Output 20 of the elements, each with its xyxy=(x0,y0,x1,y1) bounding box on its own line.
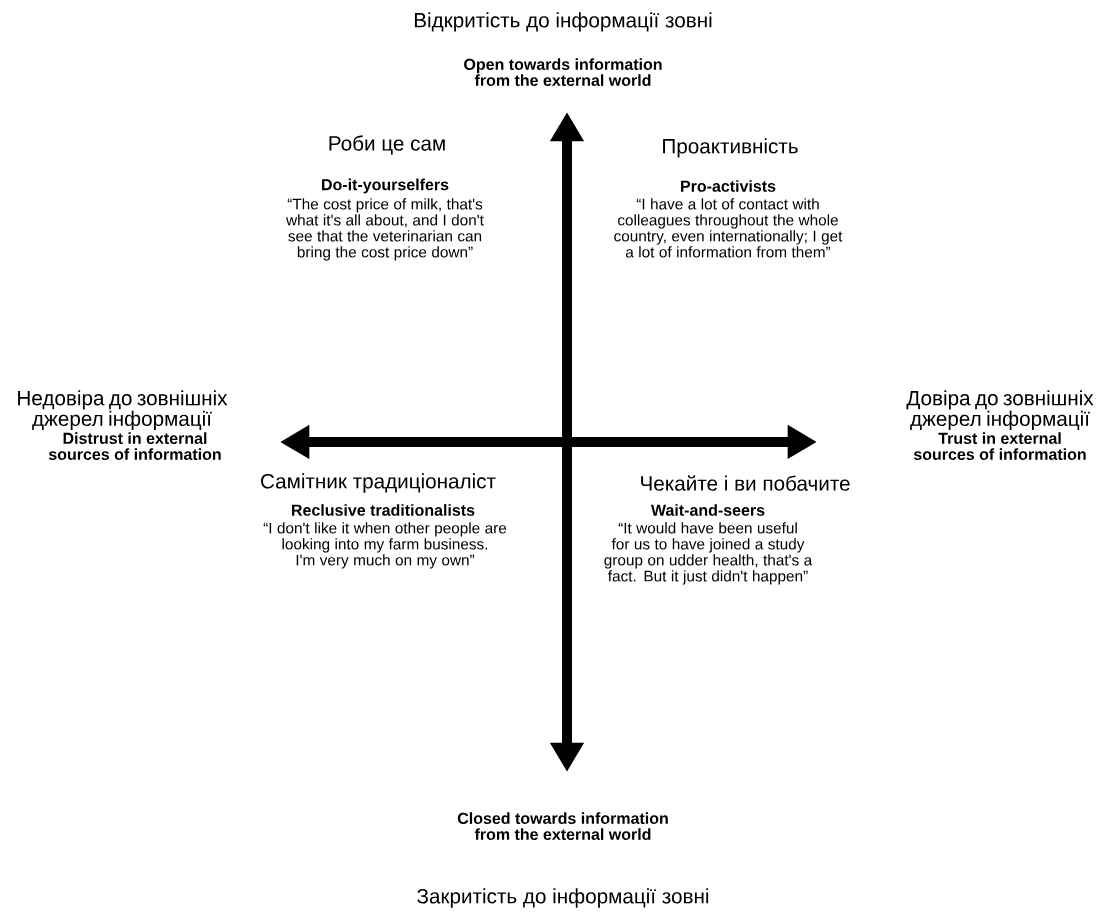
translated-label: Відкритість до інформації зовні xyxy=(414,12,712,32)
axis-label: Open towards information from the external world xyxy=(464,58,662,86)
quote: “The cost price of milk, that's what it's all about, and I don't see that the veterinarian can bring the cost price down” xyxy=(286,198,484,261)
quadrant-heading: Pro-activists xyxy=(681,180,776,192)
quote: “I have a lot of contact with colleagues throughout the whole country, even internationally; I get a lot of information from them” xyxy=(614,198,843,258)
axis-label: Trust in external sources of information xyxy=(913,432,1086,460)
translated-label: Закритість до інформації зовні xyxy=(417,888,709,908)
quadrant-heading: Reclusive traditionalists xyxy=(292,504,475,516)
translated-label: Довіра до зовнішніх джерел інформації xyxy=(906,390,1094,431)
quadrant-heading: Do-it-yourselfers xyxy=(322,178,449,194)
axis-label: Closed towards information from the external world xyxy=(457,812,668,840)
translated-label: Проактивність xyxy=(663,138,798,158)
quadrant-heading: Wait-and-seers xyxy=(650,504,765,516)
quote: “I don't like it when other people are looking into my farm business. I'm very much on my own” xyxy=(263,522,507,569)
translated-label: Недовіра до зовнішніх джерел інформації xyxy=(18,390,228,431)
axis-label: Distrust in external sources of information xyxy=(48,432,221,460)
translated-label: Самітник традиціоналіст xyxy=(261,473,496,493)
translated-label: Чекайте і ви побачите xyxy=(641,475,850,491)
quote: “It would have been useful for us to have joined a study group on udder health, that's a fact. But it just didn't happen” xyxy=(604,522,813,585)
translated-label: Роби це сам xyxy=(329,135,445,155)
